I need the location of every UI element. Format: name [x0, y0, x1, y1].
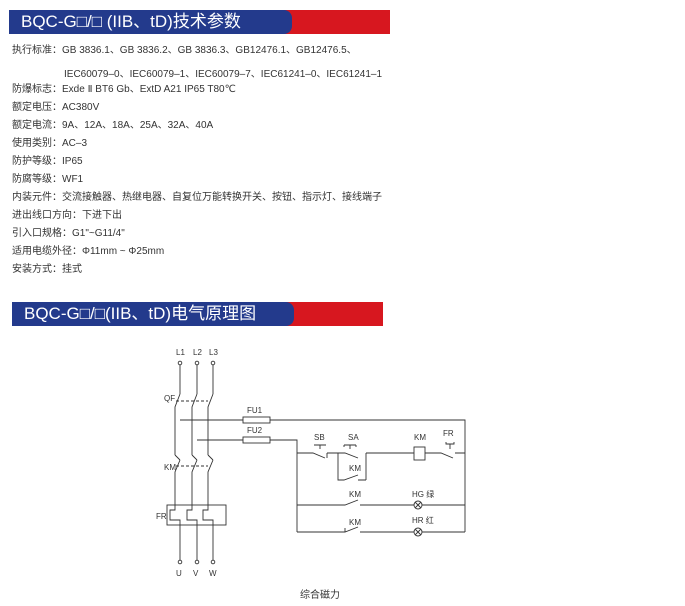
- spec-label: 防爆标志：: [12, 84, 62, 95]
- spec-value: 挂式: [62, 264, 82, 275]
- label-km-main: KM: [164, 463, 176, 472]
- spec-row: 额定电压：AC380V: [12, 102, 99, 114]
- spec-label: 使用类别：: [12, 138, 62, 149]
- spec-value-continued: IEC60079–0、IEC60079–1、IEC60079–7、IEC6124…: [64, 69, 383, 80]
- label-km-hold: KM: [349, 464, 361, 473]
- spec-row: 进出线口方向：下进下出: [12, 210, 122, 222]
- spec-row: 防护等级：IP65: [12, 156, 83, 168]
- spec-row: 执行标准：GB 3836.1、GB 3836.2、GB 3836.3、GB124…: [12, 45, 357, 57]
- label-fu2: FU2: [247, 426, 263, 435]
- diagram-caption: 综合磁力: [300, 590, 340, 601]
- spec-value: Exde Ⅱ BT6 Gb、ExtD A21 IP65 T80℃: [62, 84, 236, 95]
- spec-row: 安装方式：挂式: [12, 264, 82, 276]
- spec-row: 内装元件：交流接触器、热继电器、自复位万能转换开关、按钮、指示灯、接线端子: [12, 192, 382, 204]
- label-km-hr: KM: [349, 518, 361, 527]
- power-circuit: [166, 360, 466, 565]
- label-km-coil: KM: [414, 433, 426, 442]
- label-u: U: [176, 569, 182, 578]
- label-fr-main: FR: [156, 512, 167, 521]
- spec-value: IP65: [62, 156, 83, 167]
- spec-label: 防腐等级：: [12, 174, 62, 185]
- label-l3: L3: [209, 348, 218, 357]
- spec-row: 防爆标志：Exde Ⅱ BT6 Gb、ExtD A21 IP65 T80℃: [12, 84, 236, 96]
- spec-label: 安装方式：: [12, 264, 62, 275]
- label-hr: HR 红: [412, 515, 434, 525]
- spec-row: 引入口规格：G1"~G11/4": [12, 228, 125, 240]
- spec-label: 进出线口方向：: [12, 210, 82, 221]
- section-banner-specs: BQC-G□/□ (IIB、tD)技术参数: [9, 10, 390, 34]
- label-km-hg: KM: [349, 490, 361, 499]
- banner-accent: [286, 302, 383, 326]
- label-sa: SA: [348, 433, 359, 442]
- spec-label: 防护等级：: [12, 156, 62, 167]
- spec-value: AC380V: [62, 102, 100, 113]
- phase-labels: L1 L2 L3 U V W QF KM FR FU1 FU2 SB SA KM…: [156, 348, 454, 578]
- spec-value: 下进下出: [82, 210, 122, 221]
- spec-row: 使用类别：AC–3: [12, 138, 87, 150]
- label-fr-ctrl: FR: [443, 429, 454, 438]
- section-title: BQC-G□/□ (IIB、tD)技术参数: [9, 10, 292, 34]
- spec-label: 适用电缆外径：: [12, 246, 82, 257]
- label-hg: HG 绿: [412, 490, 434, 499]
- spec-value: Φ11mm ~ Φ25mm: [82, 246, 165, 257]
- spec-value: 9A、12A、18A、25A、32A、40A: [62, 120, 214, 131]
- label-v: V: [193, 569, 199, 578]
- spec-label: 引入口规格：: [12, 228, 72, 239]
- label-l2: L2: [193, 348, 202, 357]
- control-circuit: [297, 442, 465, 537]
- spec-row: 防腐等级：WF1: [12, 174, 83, 186]
- spec-label: 内装元件：: [12, 192, 62, 203]
- spec-label: 额定电压：: [12, 102, 62, 113]
- spec-value: G1"~G11/4": [72, 228, 125, 239]
- spec-label: 执行标准：: [12, 45, 62, 56]
- label-l1: L1: [176, 348, 185, 357]
- spec-value: GB 3836.1、GB 3836.2、GB 3836.3、GB12476.1、…: [62, 45, 357, 56]
- label-fu1: FU1: [247, 406, 263, 415]
- section-title: BQC-G□/□(IIB、tD)电气原理图: [12, 302, 294, 326]
- banner-accent: [284, 10, 390, 34]
- spec-label: 额定电流：: [12, 120, 62, 131]
- spec-value: AC–3: [62, 138, 88, 149]
- spec-row: 额定电流：9A、12A、18A、25A、32A、40A: [12, 120, 213, 132]
- label-w: W: [209, 569, 217, 578]
- spec-row: 适用电缆外径：Φ11mm ~ Φ25mm: [12, 246, 164, 258]
- spec-value: 交流接触器、热继电器、自复位万能转换开关、按钮、指示灯、接线端子: [62, 192, 382, 203]
- spec-value: WF1: [62, 174, 84, 185]
- label-sb: SB: [314, 433, 325, 442]
- section-banner-diagram: BQC-G□/□(IIB、tD)电气原理图: [12, 302, 383, 326]
- label-qf: QF: [164, 394, 175, 403]
